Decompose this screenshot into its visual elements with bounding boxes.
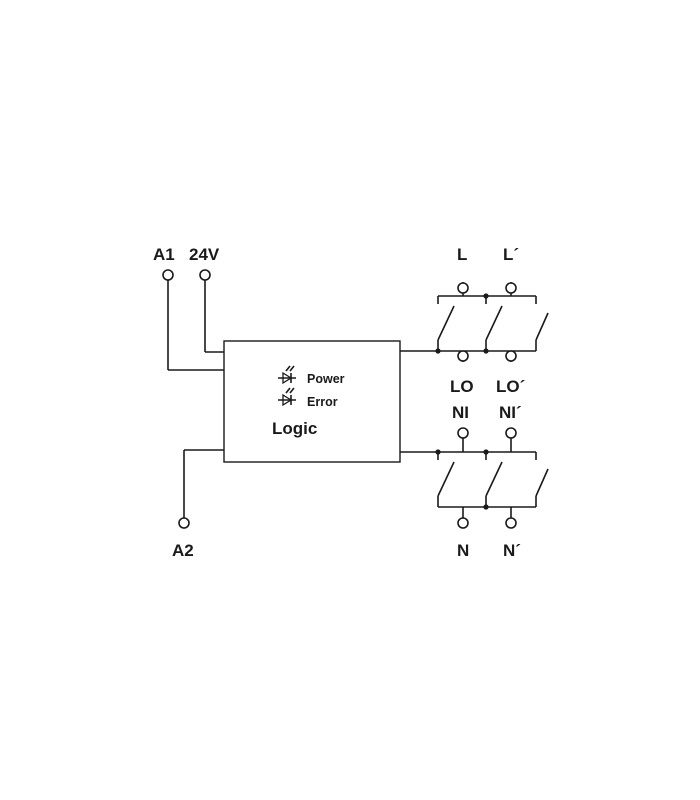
terminal-lo-prime	[505, 350, 517, 362]
terminal-label-lo-prime: LO´	[496, 377, 525, 396]
terminal-label-a2: A2	[172, 541, 194, 560]
power-indicator-label: Power	[307, 372, 345, 386]
terminal-a1	[162, 269, 174, 281]
lower-contact-group	[400, 438, 549, 518]
terminal-label-ni: NI	[452, 403, 469, 422]
wire-24v	[204, 280, 224, 353]
power-led-icon	[278, 365, 296, 385]
terminal-label-24v: 24V	[189, 245, 220, 264]
wire-a2	[183, 449, 224, 518]
terminal-label-ni-prime: NI´	[499, 403, 522, 422]
terminal-l	[457, 282, 469, 294]
wire-a1	[167, 280, 224, 371]
terminal-label-lo: LO	[450, 377, 474, 396]
terminal-lo	[457, 350, 469, 362]
terminal-label-n: N	[457, 541, 469, 560]
terminal-label-l-prime: L´	[503, 245, 519, 264]
terminal-label-l: L	[457, 245, 467, 264]
terminal-ni-prime	[505, 427, 517, 439]
error-indicator-label: Error	[307, 395, 338, 409]
upper-contact-group	[400, 282, 549, 362]
logic-box	[223, 340, 401, 463]
terminal-n-prime	[505, 517, 517, 529]
terminal-n	[457, 517, 469, 529]
terminal-l-prime	[505, 282, 517, 294]
terminal-label-a1: A1	[153, 245, 175, 264]
error-led-icon	[278, 387, 296, 407]
terminal-a2	[178, 517, 190, 529]
terminal-24v	[199, 269, 211, 281]
terminal-ni	[457, 427, 469, 439]
logic-title: Logic	[272, 419, 317, 438]
terminal-label-n-prime: N´	[503, 541, 521, 560]
